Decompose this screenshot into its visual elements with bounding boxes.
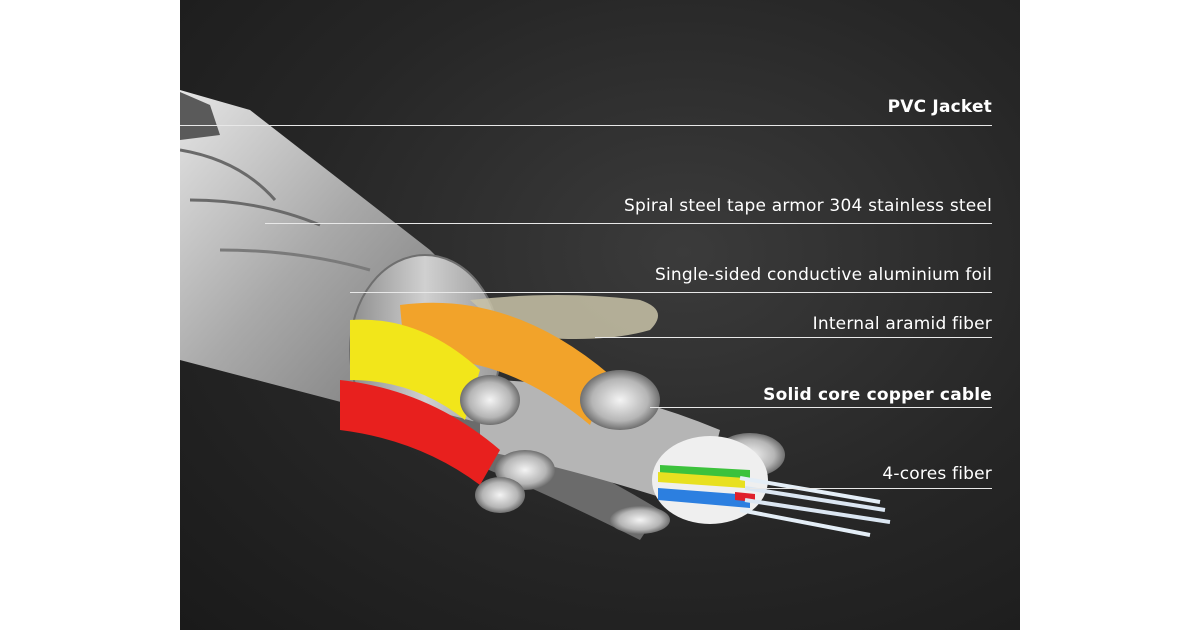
label-aramid-fiber: Internal aramid fiber bbox=[812, 314, 992, 334]
leader-line-steel-armor bbox=[265, 223, 992, 224]
spiral-band-3 bbox=[219, 248, 371, 272]
yellow-core-wire-end bbox=[460, 375, 520, 425]
cable-diagram-panel: PVC Jacket Spiral steel tape armor 304 s… bbox=[180, 0, 1020, 630]
cable-illustration bbox=[180, 90, 891, 540]
label-copper-cable: Solid core copper cable bbox=[763, 385, 992, 405]
yellow-core bbox=[350, 319, 480, 420]
fiber-strand-3 bbox=[744, 498, 891, 524]
grey-wire-end-3 bbox=[610, 506, 670, 534]
leader-line-aluminium-foil bbox=[350, 292, 992, 293]
label-aluminium-foil: Single-sided conductive aluminium foil bbox=[654, 265, 992, 285]
fiber-core-yellow bbox=[658, 472, 745, 488]
leader-line-aramid-fiber bbox=[595, 337, 992, 338]
label-fiber-cores: 4-cores fiber bbox=[882, 464, 992, 484]
leader-line-copper-cable bbox=[650, 407, 992, 408]
red-core bbox=[340, 380, 500, 485]
fiber-core-blue bbox=[658, 488, 750, 508]
label-steel-armor: Spiral steel tape armor 304 stainless st… bbox=[624, 196, 992, 216]
orange-core-wire-end bbox=[580, 370, 660, 430]
leader-line-fiber-cores bbox=[750, 488, 992, 489]
fiber-strand-4 bbox=[739, 508, 871, 537]
fiber-strand-1 bbox=[739, 476, 881, 504]
grey-wire-end-2 bbox=[475, 477, 525, 513]
spiral-band-2 bbox=[189, 198, 321, 227]
spiral-band-1 bbox=[180, 148, 277, 201]
label-pvc-jacket: PVC Jacket bbox=[887, 97, 992, 117]
fiber-strand-2 bbox=[744, 486, 886, 512]
orange-core bbox=[400, 302, 610, 425]
leader-line-pvc-jacket bbox=[180, 125, 992, 126]
pvc-jacket-edge bbox=[180, 92, 220, 140]
